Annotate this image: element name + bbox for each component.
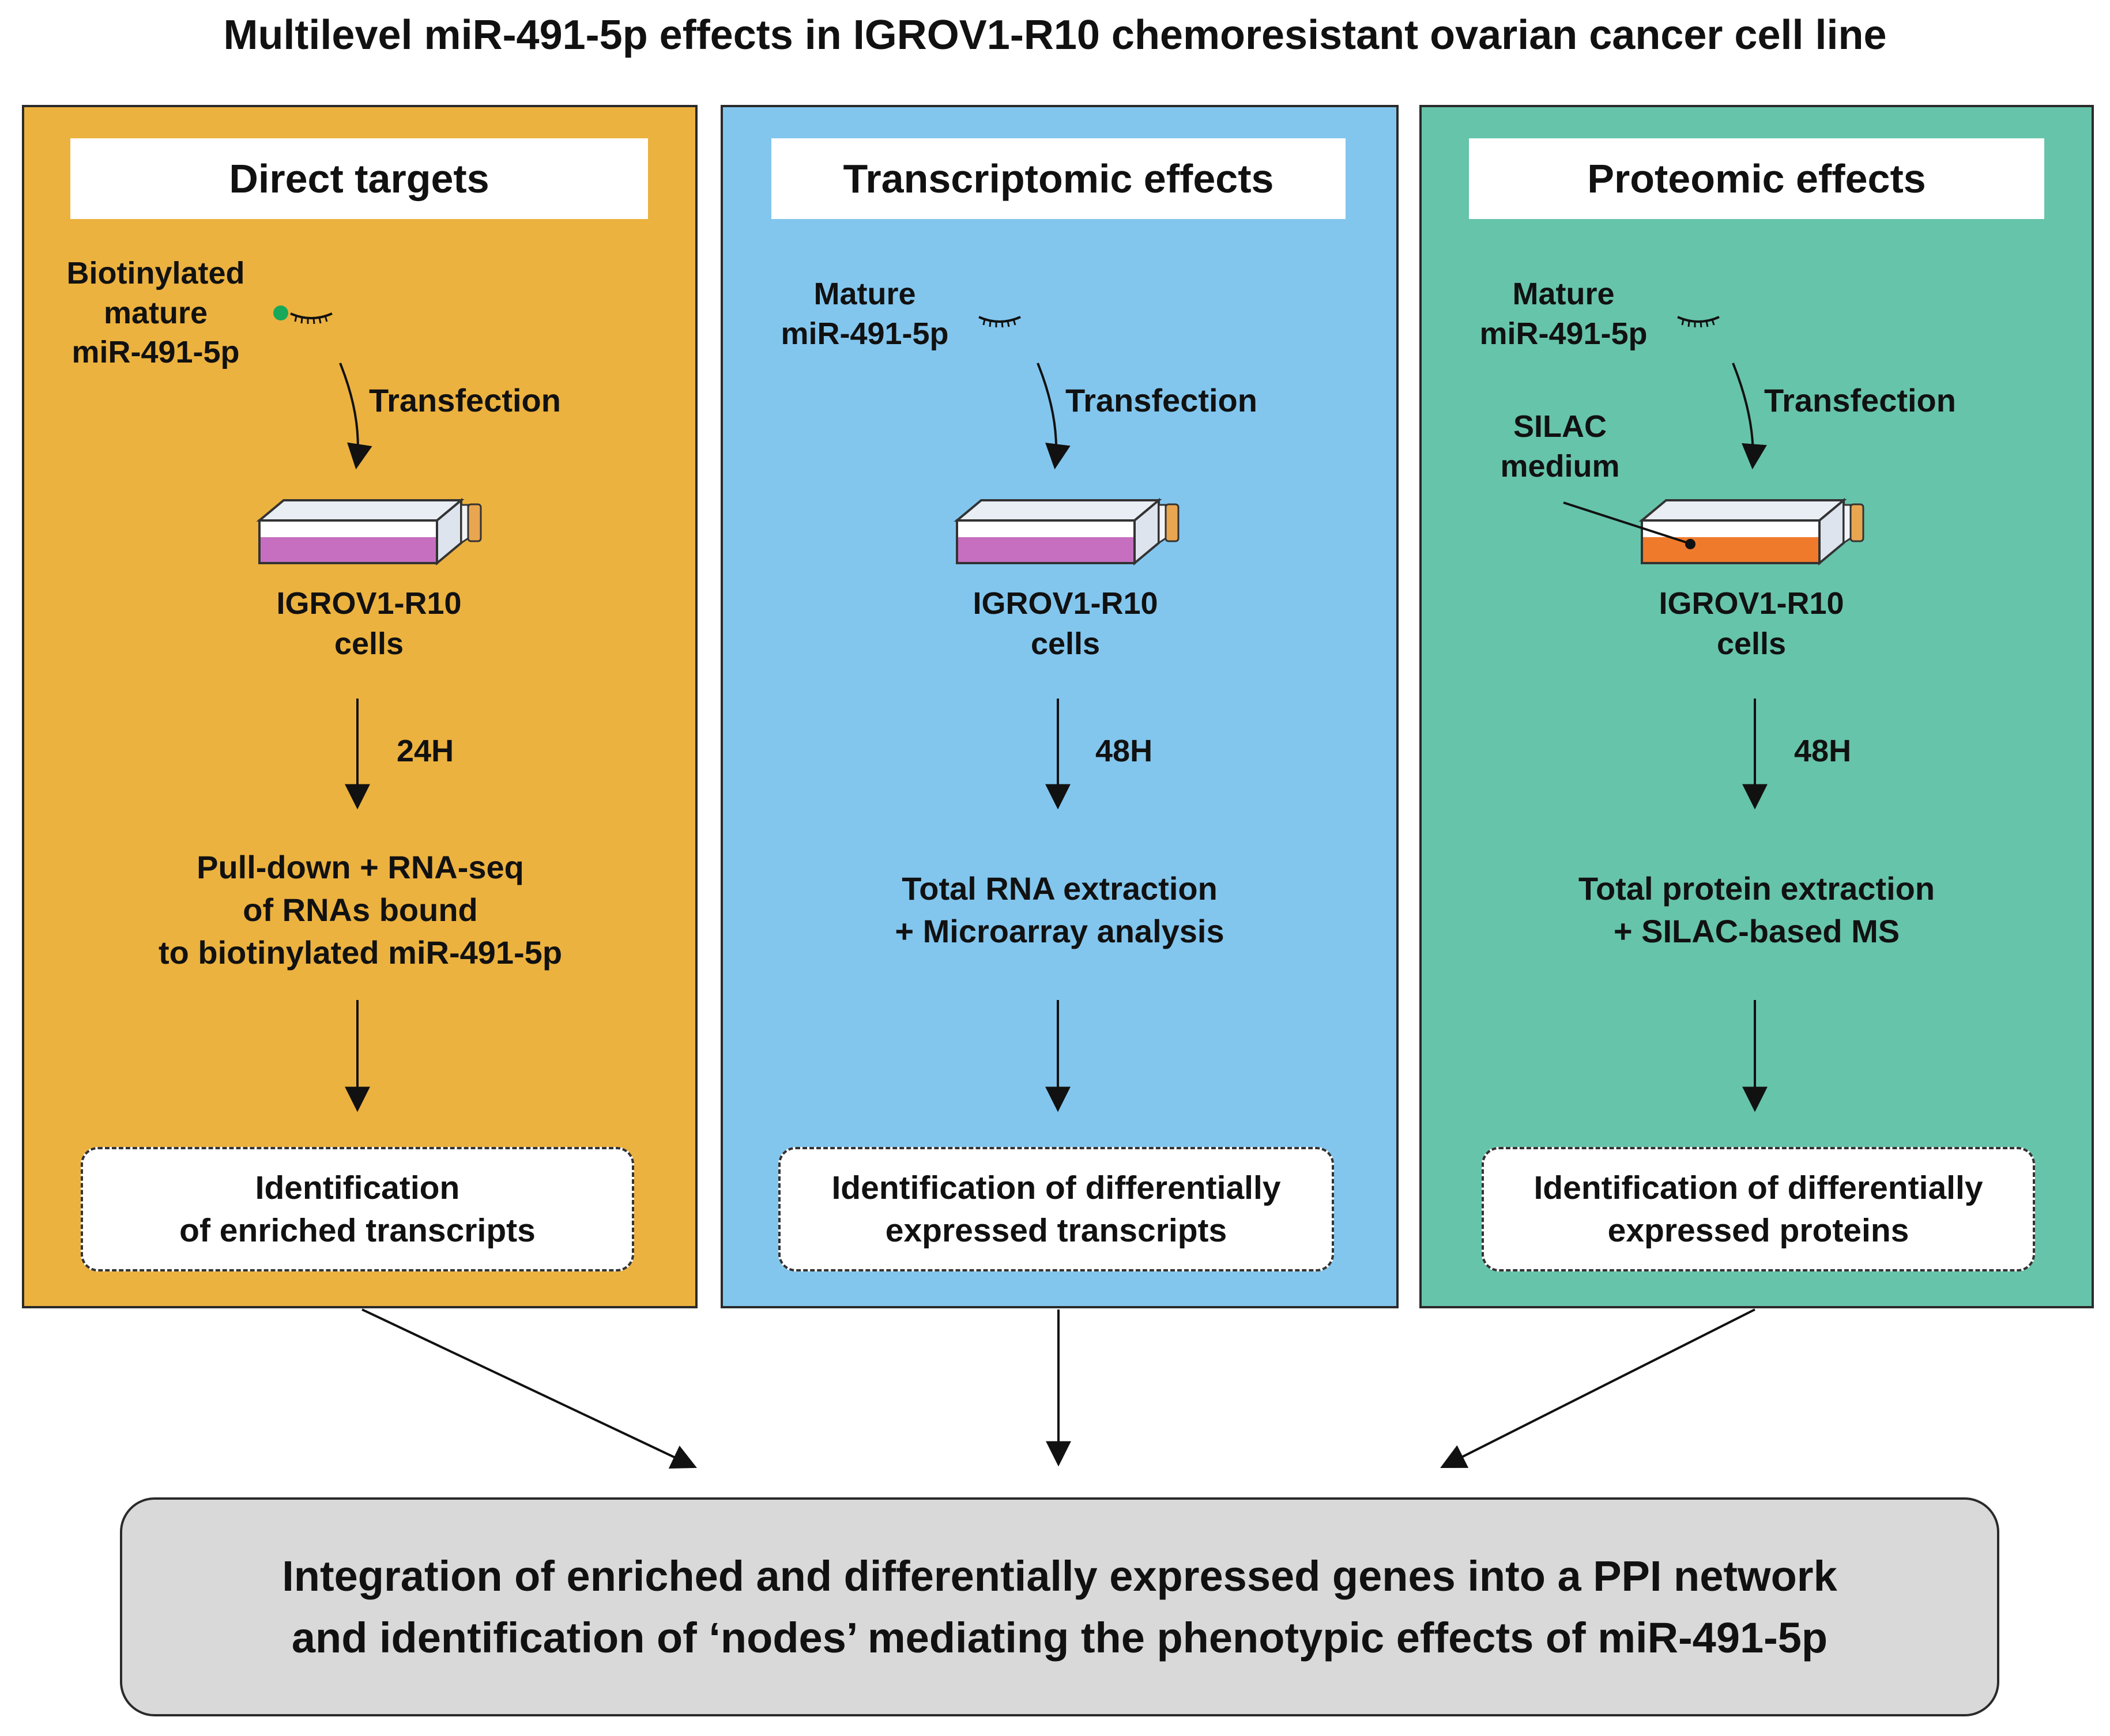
transfection-label: Transfection [1065,382,1257,418]
panel-header-proteomic-effects: Proteomic effects [1469,138,2044,219]
mirna-icon [1676,316,1720,327]
integration-box: Integration of enriched and differential… [120,1497,1999,1716]
mirna-label: Mature miR-491-5p [781,277,949,351]
culture-flask-icon [256,497,482,566]
method-label: Pull-down + RNA-seq of RNAs bound to bio… [158,849,563,971]
integration-arrow [361,1308,697,1469]
diagram-title: Multilevel miR-491-5p effects in IGROV1-… [223,12,1887,58]
incubation-time-label: 48H [1095,734,1153,768]
cells-label: IGROV1-R10 cells [1659,586,1844,662]
integration-arrow [1440,1308,1755,1468]
mirna-label: Mature miR-491-5p [1479,277,1648,351]
panel-header-transcriptomic-effects: Transcriptomic effects [771,138,1346,219]
method-label: Total protein extraction + SILAC-based M… [1578,870,1935,949]
culture-flask-icon [1638,497,1864,566]
incubation-time-label: 24H [397,734,454,768]
result-box-differential-proteins: Identification of differentially express… [1482,1147,2035,1271]
incubation-time-label: 48H [1794,734,1852,768]
culture-flask-icon [954,497,1180,566]
biotinylated-mirna-icon [273,305,333,324]
medium-pointer-dot [1685,539,1695,549]
transfection-label: Transfection [369,382,561,418]
mirna-label: Biotinylated mature miR-491-5p [66,256,245,370]
transfection-arrow [1732,363,1767,470]
transfection-arrow [1037,363,1071,470]
cells-label: IGROV1-R10 cells [973,586,1158,662]
mirna-icon [978,316,1022,327]
medium-pointer-line [1563,501,1689,544]
transfection-label: Transfection [1764,382,1956,418]
panel-header-direct-targets: Direct targets [70,138,648,219]
result-box-differential-transcripts: Identification of differentially express… [778,1147,1334,1271]
medium-label: SILAC medium [1500,409,1620,484]
result-box-enriched-transcripts: Identification of enriched transcripts [81,1147,634,1271]
transfection-arrow [339,363,372,470]
cells-label: IGROV1-R10 cells [276,586,462,662]
method-label: Total RNA extraction + Microarray analys… [895,870,1224,949]
